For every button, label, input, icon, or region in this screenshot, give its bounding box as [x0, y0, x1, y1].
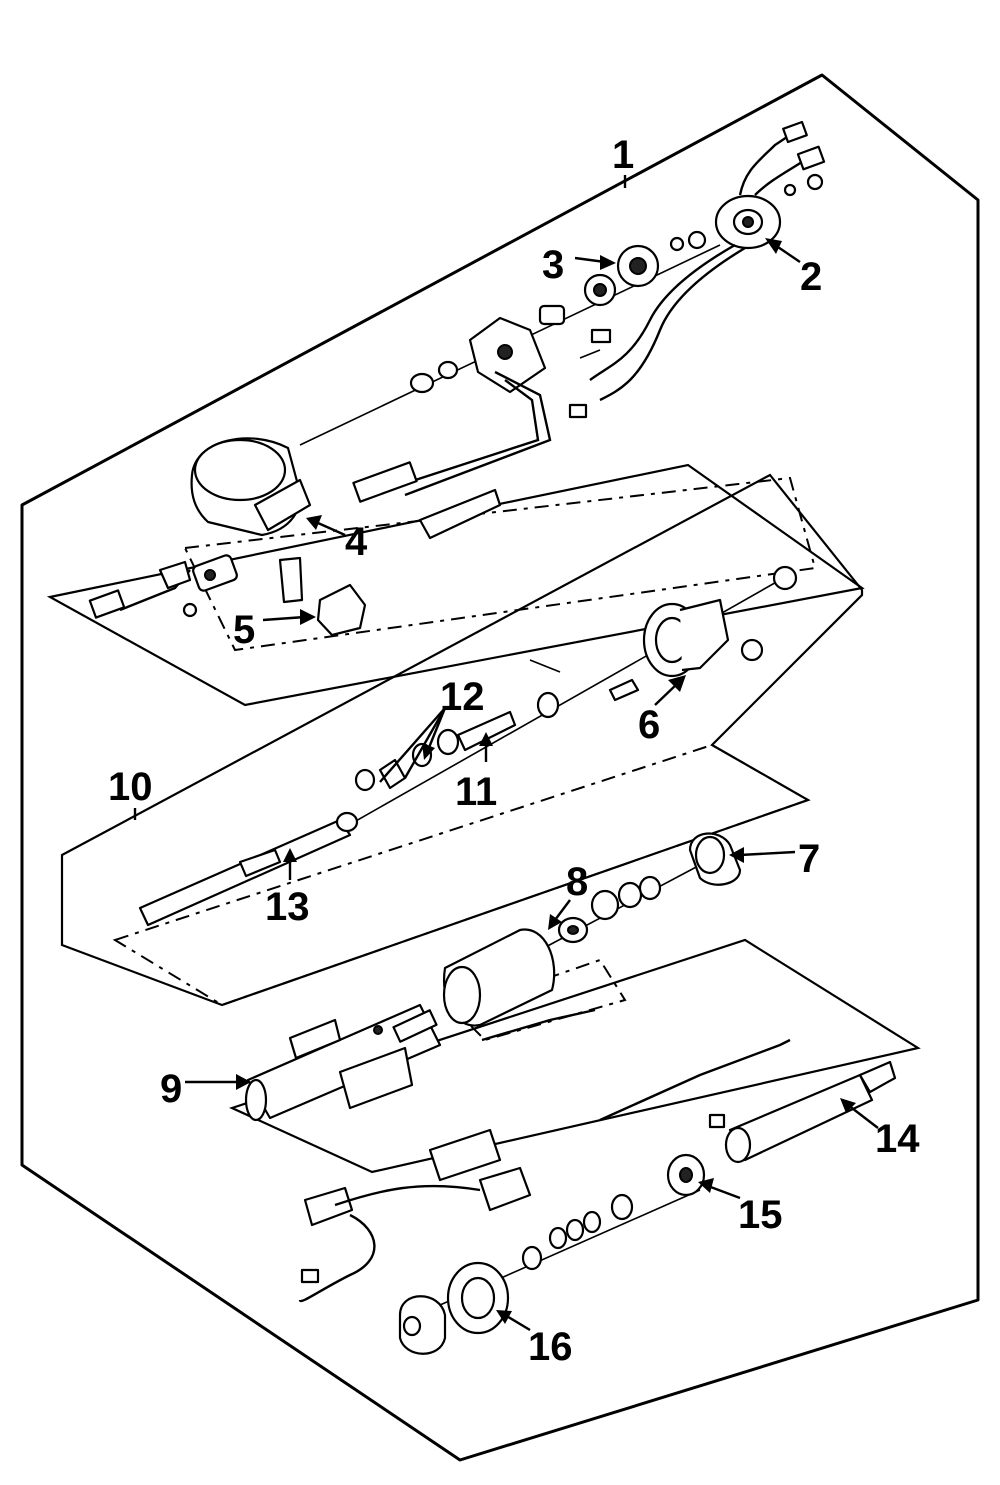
- callout-4: 4: [345, 520, 368, 564]
- part-15-washer: [521, 1153, 706, 1271]
- part-upper-bracket: [352, 316, 552, 540]
- panel-jacket-group: [228, 938, 921, 1174]
- callout-1: 1: [612, 133, 634, 177]
- part-14-cylinder: [599, 1038, 897, 1164]
- part-2-module: [568, 120, 826, 419]
- part-4-housing: [190, 437, 312, 537]
- panel-lock-dashed: [183, 476, 817, 652]
- part-6-collar: [529, 565, 798, 719]
- part-9-jacket: [244, 1003, 596, 1122]
- callout-16: 16: [528, 1325, 573, 1369]
- callout-9: 9: [160, 1067, 182, 1111]
- callout-14: 14: [875, 1117, 920, 1161]
- part-lock-cylinder: [88, 554, 238, 619]
- callout-12: 12: [440, 675, 485, 719]
- part-13-long-shaft: [138, 811, 359, 927]
- part-16-sleeve: [398, 1261, 510, 1355]
- part-11-shaft: [354, 710, 517, 792]
- leader-lines: [133, 175, 879, 1332]
- callout-6: 6: [638, 703, 660, 747]
- panel-shaft-dashed: [112, 743, 811, 1007]
- callout-3: 3: [542, 243, 564, 287]
- callout-5: 5: [233, 608, 255, 652]
- part-5-actuator: [278, 556, 367, 637]
- callout-8: 8: [566, 860, 588, 904]
- callout-11: 11: [455, 770, 497, 814]
- part-harness: [298, 1128, 532, 1303]
- callout-10: 10: [108, 765, 153, 809]
- callout-2: 2: [800, 255, 822, 299]
- assembly-outline: [20, 73, 980, 1462]
- callout-13: 13: [265, 885, 310, 929]
- part-8-bearing-stack: [442, 875, 662, 1027]
- part-3-gear: [538, 230, 707, 326]
- callout-7: 7: [798, 837, 820, 881]
- part-7-bearing: [688, 832, 742, 886]
- callout-15: 15: [738, 1193, 783, 1237]
- panel-shaft-group-10: [60, 473, 864, 1007]
